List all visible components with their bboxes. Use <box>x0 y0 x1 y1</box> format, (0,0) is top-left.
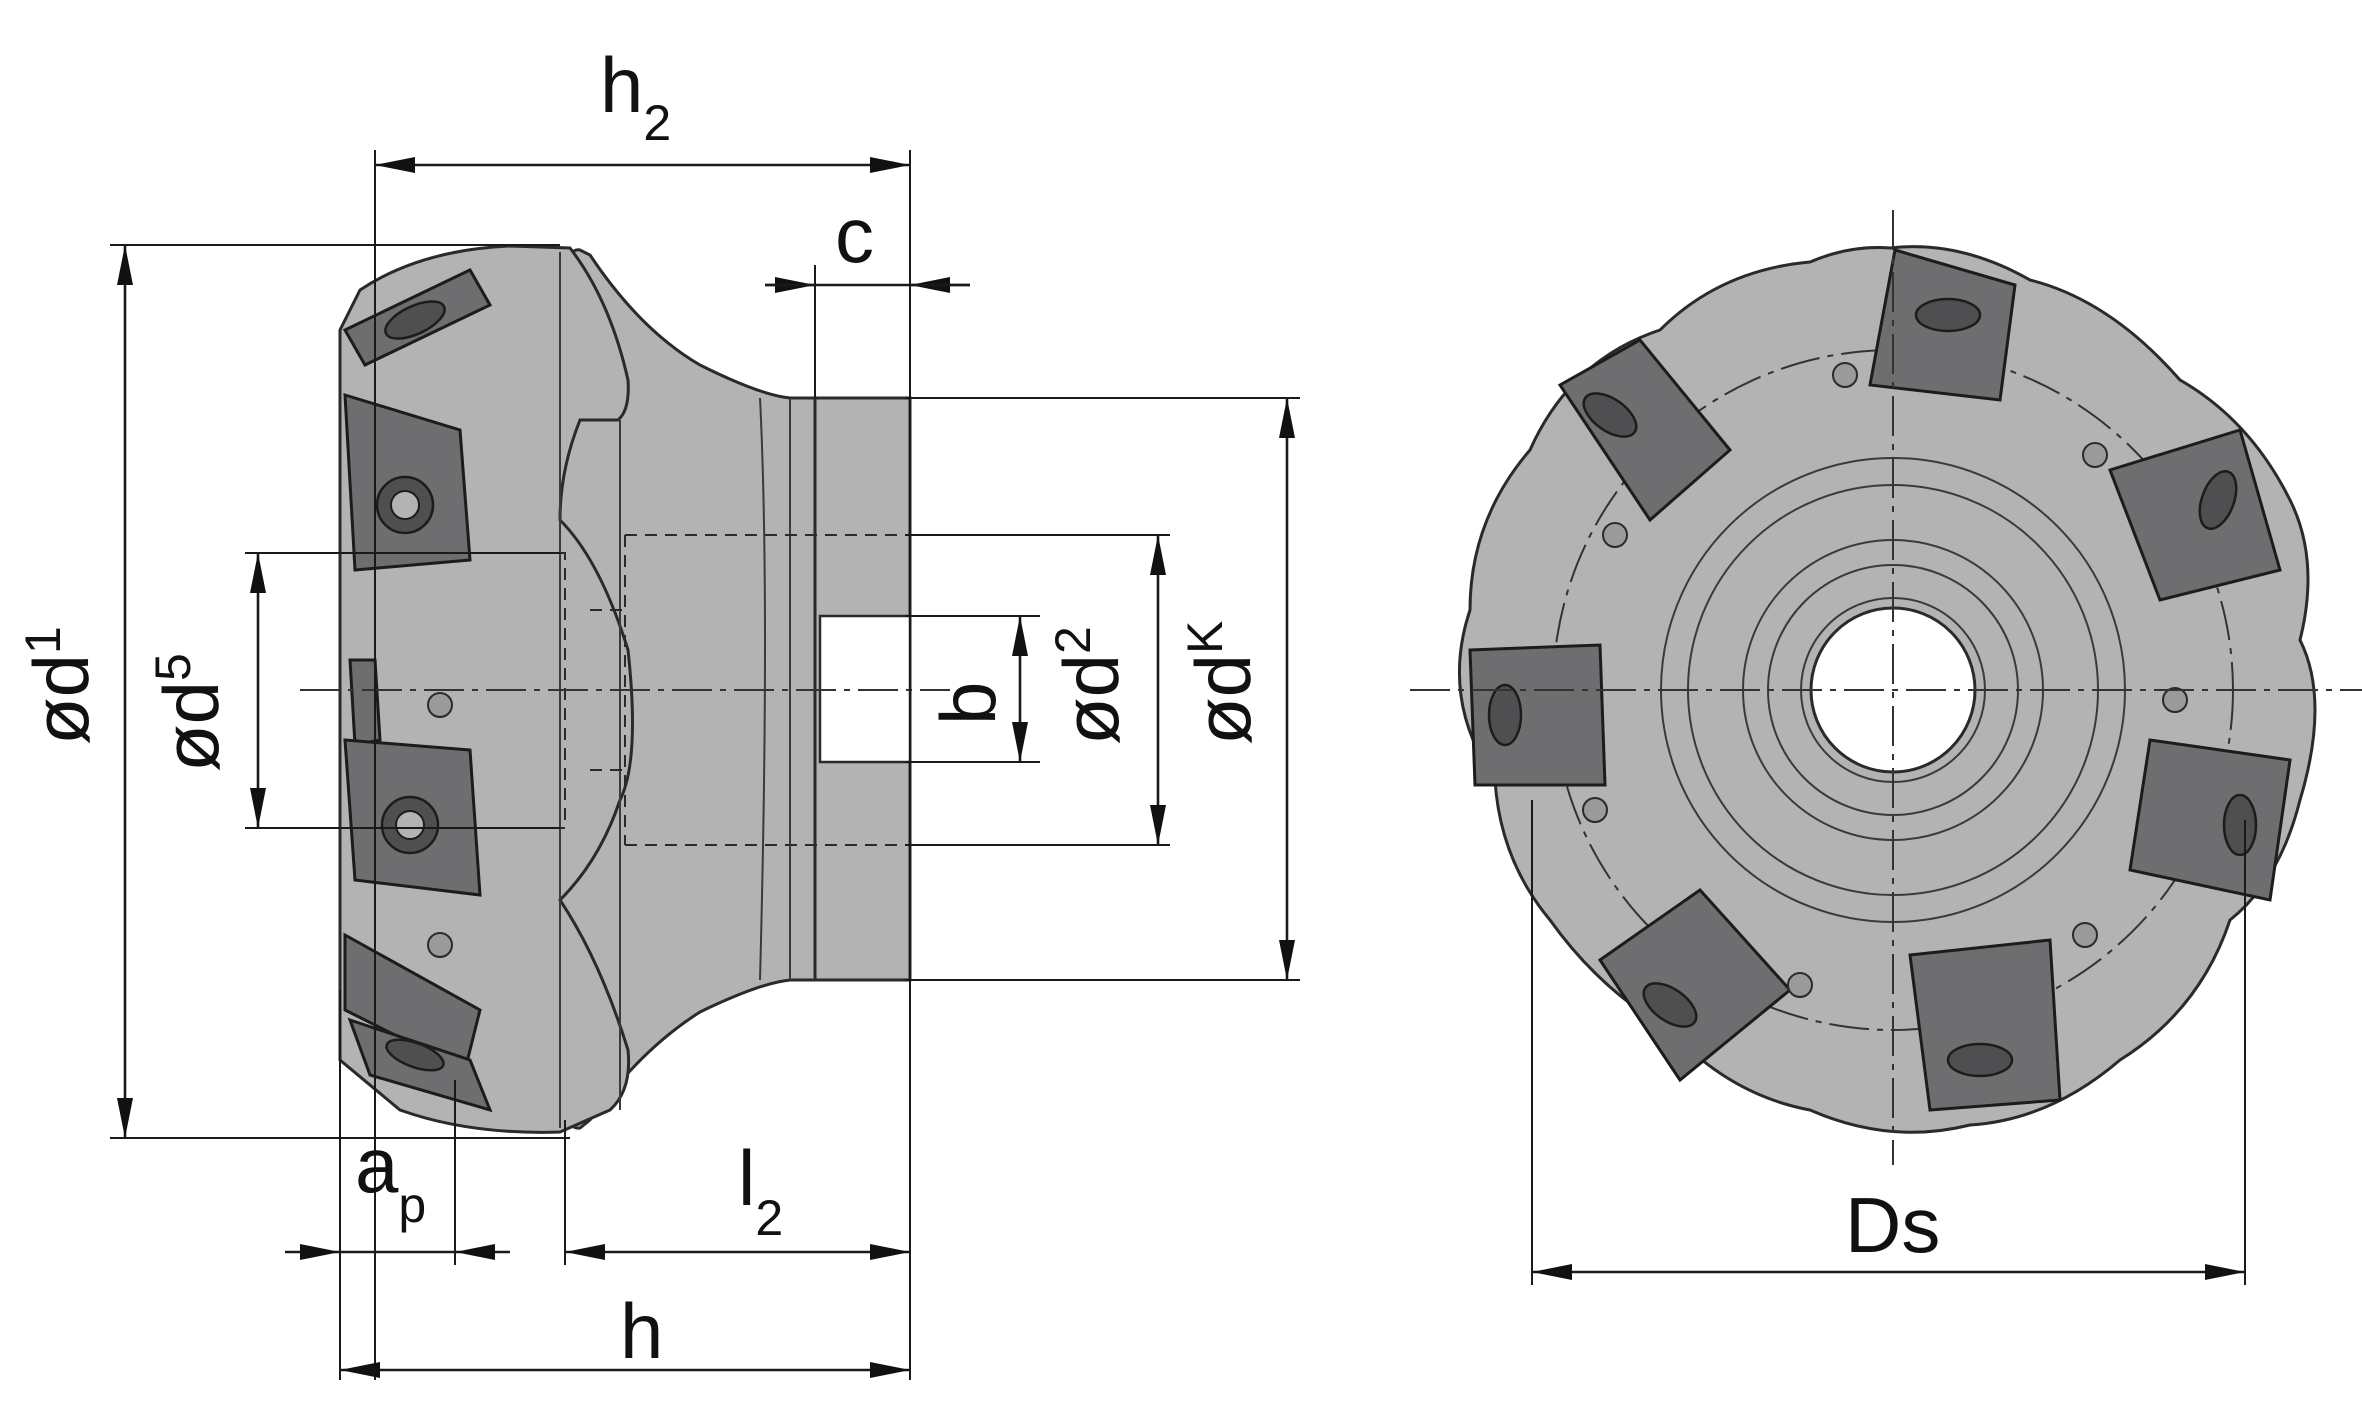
front-insert-bottom <box>1908 938 2062 1112</box>
front-insert-left <box>1468 643 1607 787</box>
insert-top <box>342 268 493 572</box>
label-od2: ød2 <box>1045 626 1135 745</box>
insert-middle <box>343 658 482 897</box>
front-insert-upper-left <box>1557 338 1733 523</box>
side-labels: h2 c ød1 ød5 b ød2 ødK ap l2 h <box>15 41 1267 1375</box>
front-dimensions: Ds <box>1531 800 2246 1285</box>
label-ds: Ds <box>1845 1181 1940 1269</box>
front-insert-upper-right <box>2108 428 2282 602</box>
side-view <box>300 244 950 1134</box>
front-insert-right <box>2128 738 2292 902</box>
label-l2: l2 <box>738 1134 783 1246</box>
front-insert-top <box>1868 248 2017 402</box>
front-view <box>1410 210 2362 1165</box>
label-od1: ød1 <box>15 626 105 745</box>
label-h2: h2 <box>600 41 671 151</box>
label-od5: ød5 <box>145 653 235 772</box>
label-h: h <box>620 1287 663 1375</box>
label-ap: ap <box>355 1121 426 1233</box>
label-c: c <box>835 191 874 279</box>
side-dimensions <box>110 150 1300 1380</box>
label-odk: ødK <box>1177 621 1267 745</box>
label-b: b <box>924 682 1012 725</box>
